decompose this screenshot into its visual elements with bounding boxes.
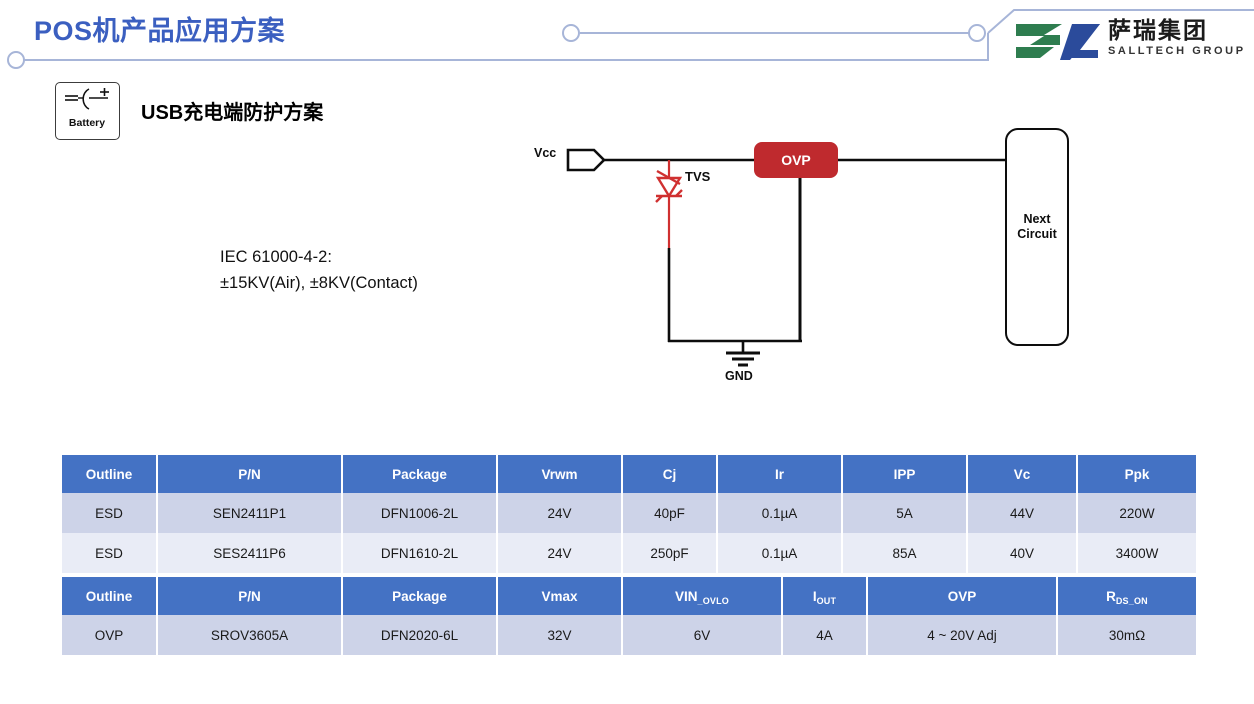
table-cell: 6V — [622, 615, 783, 655]
iec-line-1: IEC 61000-4-2: — [220, 248, 332, 266]
column-header-1: P/N — [157, 577, 343, 615]
vcc-connector-icon — [566, 148, 606, 172]
section-title-latin: USB — [141, 102, 184, 124]
table-cell: 40pF — [622, 493, 718, 533]
battery-symbol-icon — [65, 88, 109, 110]
section-title-cn: 充电端防护方案 — [183, 102, 324, 124]
table-cell: 250pF — [622, 533, 718, 573]
page-title: POS机产品应用方案 — [34, 16, 286, 46]
deco-circle-left — [7, 51, 25, 69]
column-header-8: Ppk — [1077, 455, 1196, 493]
deco-circle-right — [968, 24, 986, 42]
column-header-2: Package — [342, 455, 498, 493]
logo-mark-icon — [1016, 24, 1100, 60]
next-circuit-line-2: Circuit — [1017, 227, 1057, 241]
table-cell: 24V — [497, 493, 623, 533]
vcc-label: Vcc — [534, 146, 557, 160]
circuit-diagram: Vcc TVS GND OVP Next Circuit — [510, 120, 1110, 410]
column-header-2: Package — [342, 577, 498, 615]
table-cell: DFN2020-6L — [342, 615, 498, 655]
column-header-subscript: OUT — [816, 595, 837, 606]
iec-standard-note: IEC 61000-4-2: ±15KV(Air), ±8KV(Contact) — [220, 244, 418, 296]
column-header-7: Vc — [967, 455, 1078, 493]
column-header-4: VIN_OVLO — [622, 577, 783, 615]
gnd-label: GND — [725, 369, 753, 383]
column-header-5: Ir — [717, 455, 843, 493]
table-cell: SEN2411P1 — [157, 493, 343, 533]
logo-name-en: SALLTECH GROUP — [1108, 45, 1246, 57]
page-header: POS机产品应用方案 萨瑞集团 SALLTECH GROUP — [0, 0, 1254, 78]
table-cell: DFN1610-2L — [342, 533, 498, 573]
column-header-3: Vmax — [497, 577, 623, 615]
table-cell: ESD — [62, 493, 158, 533]
deco-circle-mid — [562, 24, 580, 42]
table-cell: ESD — [62, 533, 158, 573]
table-cell: DFN1006-2L — [342, 493, 498, 533]
ovp-block: OVP — [754, 142, 838, 178]
battery-icon-label: Battery — [68, 117, 106, 129]
table-cell: 4 ~ 20V Adj — [867, 615, 1058, 655]
column-header-6: IPP — [842, 455, 968, 493]
next-circuit-block — [1005, 128, 1069, 346]
column-header-6: OVP — [867, 577, 1058, 615]
logo-text: 萨瑞集团 SALLTECH GROUP — [1108, 16, 1250, 58]
table-cell: OVP — [62, 615, 158, 655]
table-cell: 220W — [1077, 493, 1196, 533]
table-cell: 4A — [782, 615, 868, 655]
column-header-7: RDS_ON — [1057, 577, 1196, 615]
table-cell: 32V — [497, 615, 623, 655]
next-circuit-line-1: Next — [1023, 212, 1051, 226]
table-cell: 5A — [842, 493, 968, 533]
next-circuit-label: Next Circuit — [1005, 212, 1069, 242]
battery-icon: Battery — [55, 82, 120, 140]
logo-name-cn: 萨瑞集团 — [1108, 17, 1208, 43]
table-cell: SES2411P6 — [157, 533, 343, 573]
table-cell: 3400W — [1077, 533, 1196, 573]
iec-line-2: ±15KV(Air), ±8KV(Contact) — [220, 274, 418, 292]
column-header-4: Cj — [622, 455, 718, 493]
table-cell: 44V — [967, 493, 1078, 533]
company-logo: 萨瑞集团 SALLTECH GROUP — [1010, 16, 1250, 66]
tvs-label: TVS — [685, 169, 711, 184]
column-header-0: Outline — [62, 455, 158, 493]
column-header-1: P/N — [157, 455, 343, 493]
table-cell: 40V — [967, 533, 1078, 573]
column-header-subscript: _OVLO — [697, 595, 730, 606]
column-header-3: Vrwm — [497, 455, 623, 493]
tvs-diode-icon — [655, 176, 683, 199]
table-cell: 0.1µA — [717, 493, 843, 533]
ground-symbol-icon — [726, 351, 760, 367]
column-header-5: IOUT — [782, 577, 868, 615]
column-header-subscript: DS_ON — [1115, 595, 1148, 606]
table-cell: 0.1µA — [717, 533, 843, 573]
table-cell: 24V — [497, 533, 623, 573]
circuit-wires — [566, 148, 1007, 367]
table-cell: SROV3605A — [157, 615, 343, 655]
column-header-0: Outline — [62, 577, 158, 615]
table-cell: 85A — [842, 533, 968, 573]
section-title: USB充电端防护方案 — [141, 96, 323, 125]
table-cell: 30mΩ — [1057, 615, 1196, 655]
ovp-block-label: OVP — [781, 152, 811, 168]
